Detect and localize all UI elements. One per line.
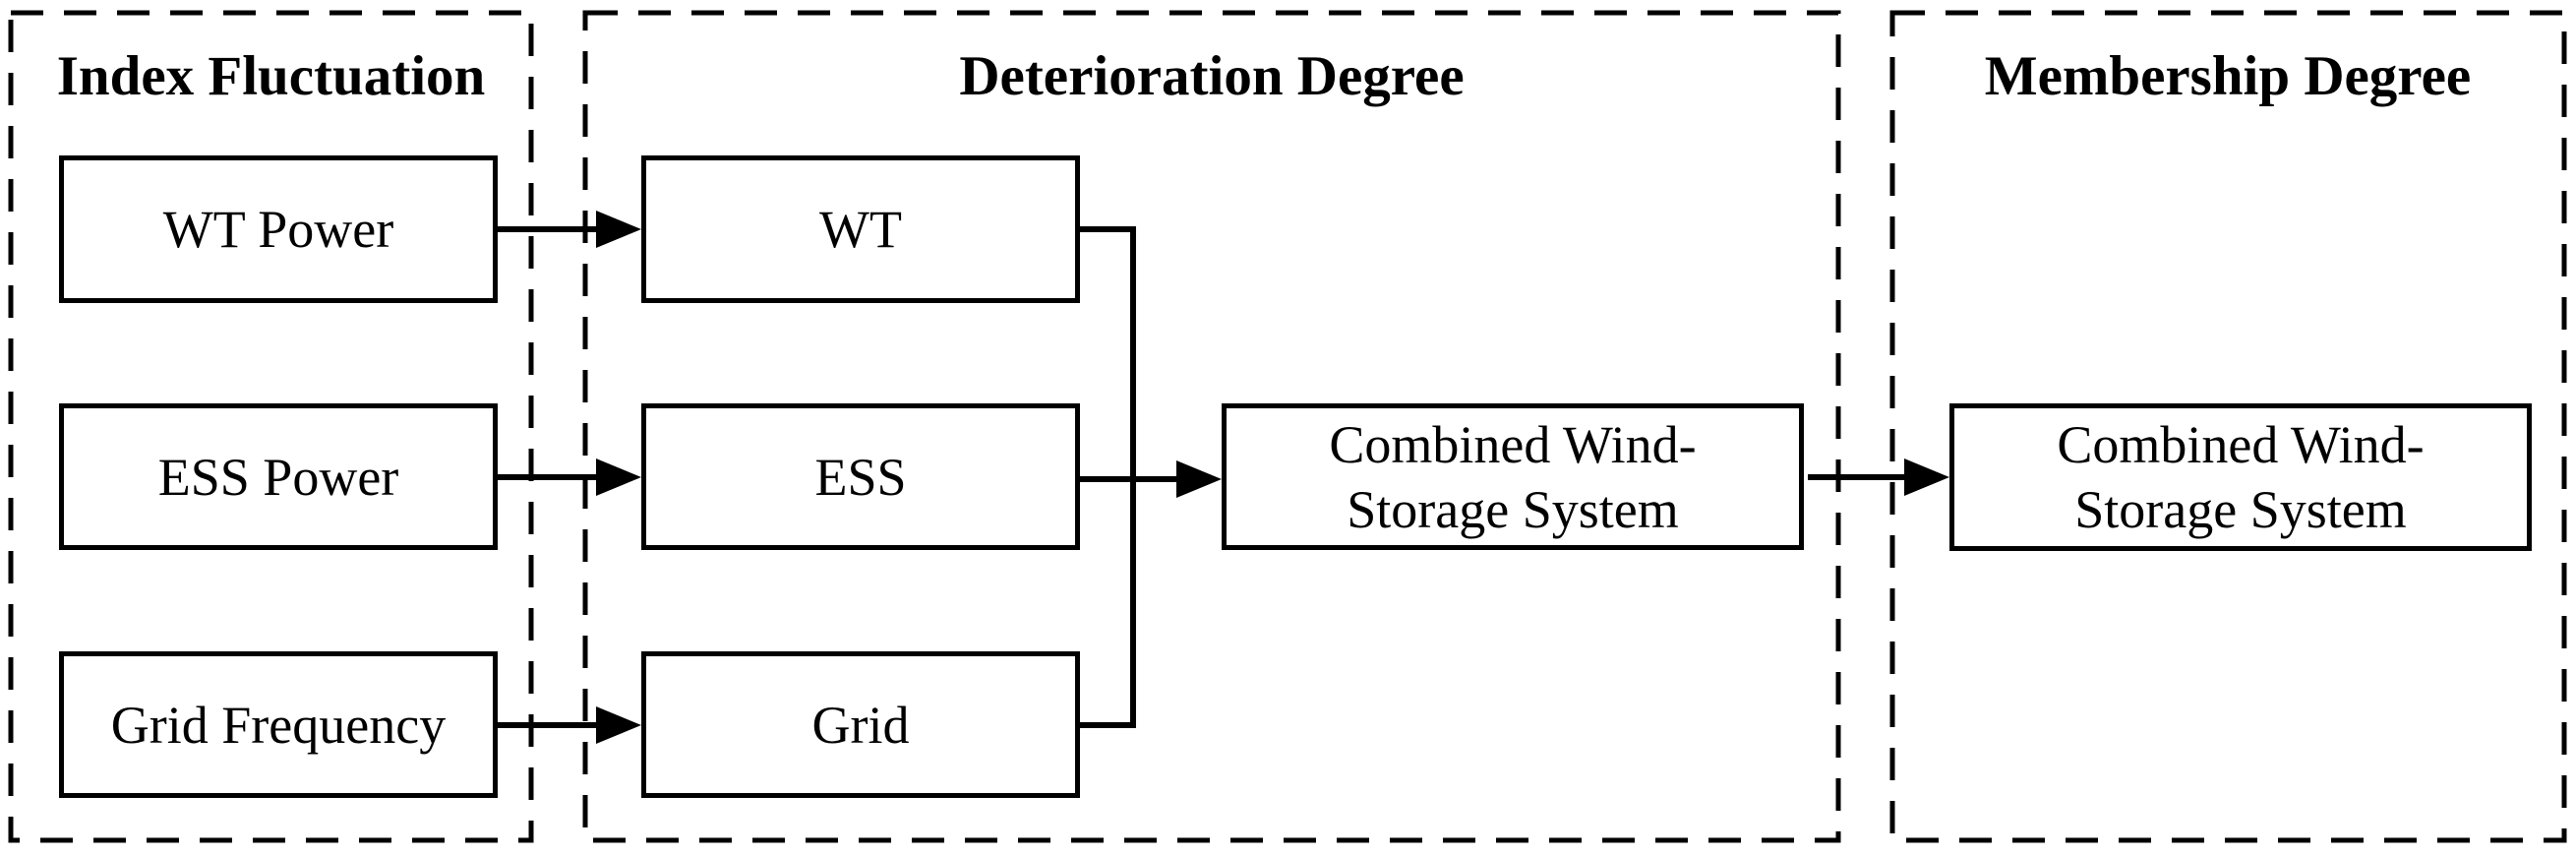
combined-wind-storage-deterioration-box: Combined Wind- Storage System <box>1222 403 1804 550</box>
grid-frequency-box: Grid Frequency <box>59 651 498 798</box>
membership-degree-panel-title: Membership Degree <box>1984 45 2472 107</box>
ess-box: ESS <box>641 403 1080 550</box>
combined-deterioration-label-line2: Storage System <box>1347 479 1679 539</box>
deterioration-degree-panel-title: Deterioration Degree <box>959 45 1465 107</box>
arrow-wt-power-to-wt-head <box>596 211 641 248</box>
combined-membership-label-line1: Combined Wind- <box>2057 415 2425 474</box>
wt-box: WT <box>641 155 1080 303</box>
arrow-ess-power-to-ess-head <box>596 459 641 496</box>
arrow-grid-frequency-to-grid-head <box>596 706 641 744</box>
wt-label: WT <box>819 200 902 259</box>
ess-power-box: ESS Power <box>59 403 498 550</box>
index-fluctuation-panel-border <box>8 10 534 843</box>
grid-frequency-label: Grid Frequency <box>110 695 447 755</box>
ess-power-label: ESS Power <box>157 447 399 507</box>
grid-label: Grid <box>811 695 910 755</box>
combined-wind-storage-membership-box: Combined Wind- Storage System <box>1949 403 2532 551</box>
deterioration-degree-panel-border <box>582 10 1841 843</box>
index-fluctuation-panel-title: Index Fluctuation <box>56 45 486 107</box>
wt-power-box: WT Power <box>59 155 498 303</box>
combined-membership-label-line2: Storage System <box>2074 480 2407 539</box>
arrow-bus-to-combined-head <box>1176 460 1222 498</box>
arrow-combined-to-membership-head <box>1904 459 1949 496</box>
grid-box: Grid <box>641 651 1080 798</box>
combined-deterioration-label-line1: Combined Wind- <box>1329 414 1697 474</box>
wt-power-label: WT Power <box>162 200 394 259</box>
membership-degree-panel-border <box>1889 10 2567 843</box>
ess-label: ESS <box>814 447 907 507</box>
